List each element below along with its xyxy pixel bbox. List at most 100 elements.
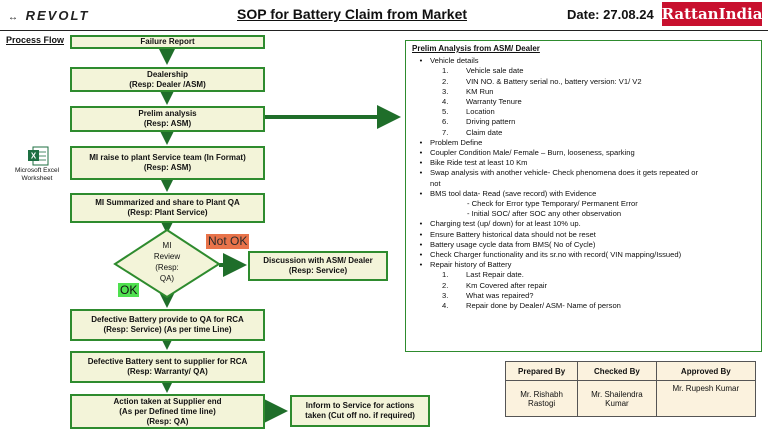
header-approved: Approved By — [655, 361, 757, 381]
mi-review-text: MI Review (Resp: QA) — [132, 240, 202, 284]
discussion-label: Discussion with ASM/ Dealer — [263, 256, 373, 265]
table-row: Prepared By Checked By Approved By — [504, 361, 757, 381]
svg-text:X: X — [31, 152, 37, 161]
defective-qa-box: Defective Battery provide to QA for RCA … — [70, 309, 265, 341]
rattanindia-logo: RattanIndia — [662, 2, 762, 26]
prepared-by-l1: Mr. Rishabh — [520, 389, 563, 399]
revolt-logo: ↔ REVOLT — [8, 8, 89, 23]
defective-supplier-resp: (Resp: Warranty/ QA) — [127, 367, 208, 376]
discussion-resp: (Resp: Service) — [288, 266, 348, 275]
swap-analysis-cont: not — [430, 178, 441, 188]
list-item: •Vehicle details — [419, 56, 479, 66]
list-item: 1.Vehicle sale date — [442, 66, 524, 76]
repair-item: Repair done by Dealer/ ASM- Name of pers… — [466, 301, 621, 311]
list-item: - Check for Error type Temporary/ Perman… — [412, 199, 755, 209]
approved-by-cell: Mr. Rupesh Kumar — [655, 380, 757, 417]
checked-by-cell: Mr. Shailendra Kumar — [577, 380, 657, 417]
list-item: 5.Location — [442, 107, 495, 117]
list-item: not — [412, 179, 755, 189]
prelim-analysis-panel: Prelim Analysis from ASM/ Dealer •Vehicl… — [405, 40, 762, 352]
action-supplier-box: Action taken at Supplier end (As per Def… — [70, 394, 265, 429]
inform-service-l2: taken (Cut off no. if required) — [305, 411, 415, 420]
prepared-by-l2: Rastogi — [528, 398, 556, 408]
prelim-label: Prelim analysis — [138, 109, 197, 118]
checked-by-l2: Kumar — [605, 398, 629, 408]
mi-review-l4: QA) — [159, 274, 175, 283]
document-date: Date: 27.08.24 — [567, 7, 654, 22]
mi-review-l1: MI — [162, 241, 172, 250]
repair-item: Km Covered after repair — [466, 280, 548, 290]
excel-attachment-label[interactable]: Microsoft Excel Worksheet — [12, 167, 62, 183]
defective-supplier-label: Defective Battery sent to supplier for R… — [87, 357, 248, 366]
list-item: •Repair history of Battery — [419, 260, 512, 270]
mi-summarized-label: MI Summarized and share to Plant QA — [95, 198, 240, 207]
list-item: 2.VIN NO. & Battery serial no., battery … — [442, 76, 642, 86]
repair-history: Repair history of Battery — [430, 260, 512, 270]
mi-review-diamond — [113, 228, 221, 299]
defective-supplier-box: Defective Battery sent to supplier for R… — [70, 351, 265, 383]
mi-summarized-box: MI Summarized and share to Plant QA (Res… — [70, 193, 265, 223]
process-flow-label: Process Flow — [6, 35, 65, 45]
mi-raise-box: MI raise to plant Service team (In Forma… — [70, 146, 265, 180]
action-supplier-timeline: (As per Defined time line) — [119, 406, 216, 416]
chevron-icon: ↔ — [8, 12, 20, 23]
header-divider — [0, 30, 768, 31]
bike-ride-test: Bike Ride test at least 10 Km — [430, 158, 528, 168]
defective-qa-resp: (Resp: Service) (As per time Line) — [103, 325, 232, 334]
checked-by-l1: Mr. Shailendra — [591, 389, 643, 399]
action-supplier-label: Action taken at Supplier end — [113, 396, 222, 406]
failure-report-label: Failure Report — [140, 37, 195, 46]
excel-icon[interactable]: X — [27, 146, 49, 166]
inform-service-l1: Inform to Service for actions — [305, 401, 415, 410]
mi-summarized-resp: (Resp: Plant Service) — [127, 208, 208, 217]
action-supplier-resp: (Resp: QA) — [146, 416, 189, 426]
problem-define: Problem Define — [430, 137, 483, 147]
list-item: 3.What was repaired? — [442, 290, 534, 300]
ensure-history: Ensure Battery historical data should no… — [430, 229, 596, 239]
repair-item: Last Repair date. — [466, 270, 524, 280]
prelim-analysis-box: Prelim analysis (Resp: ASM) — [70, 106, 265, 132]
list-item: •Swap analysis with another vehicle- Che… — [419, 168, 699, 178]
excel-label-line1: Microsoft Excel — [14, 167, 60, 174]
repair-item: What was repaired? — [466, 290, 534, 300]
list-item: 1.Last Repair date. — [442, 270, 524, 280]
ok-badge: OK — [118, 283, 140, 297]
list-item: •BMS tool data- Read (save record) with … — [419, 188, 597, 198]
table-row: Mr. Rishabh Rastogi Mr. Shailendra Kumar… — [504, 380, 757, 417]
failure-report-box: Failure Report — [70, 35, 265, 49]
list-item: 7.Claim date — [442, 127, 503, 137]
mi-review-l3: (Resp: — [155, 263, 179, 272]
dealership-resp: (Resp: Dealer /ASM) — [129, 79, 206, 89]
mi-raise-label: MI raise to plant Service team (In Forma… — [89, 153, 246, 162]
list-item: •Charging test (up/ down) for at least 1… — [419, 219, 581, 229]
coupler-condition: Coupler Condition Male/ Female – Burn, l… — [430, 148, 635, 158]
list-item: •Check Charger functionality and its sr.… — [419, 250, 682, 260]
prelim-resp: (Resp: ASM) — [143, 119, 192, 128]
list-item: •Battery usage cycle data from BMS( No o… — [419, 239, 596, 249]
list-item: 4.Repair done by Dealer/ ASM- Name of pe… — [442, 301, 621, 311]
approved-by: Mr. Rupesh Kumar — [672, 384, 740, 393]
list-item: •Ensure Battery historical data should n… — [419, 229, 596, 239]
header-prepared: Prepared By — [504, 361, 579, 381]
list-item: •Bike Ride test at least 10 Km — [419, 158, 528, 168]
list-item: •Coupler Condition Male/ Female – Burn, … — [419, 148, 635, 158]
list-item: 4.Warranty Tenure — [442, 97, 522, 107]
discussion-box: Discussion with ASM/ Dealer (Resp: Servi… — [248, 251, 388, 281]
vehicle-item: KM Run — [466, 86, 494, 96]
charger-check: Check Charger functionality and its sr.n… — [430, 250, 682, 260]
list-item: •Problem Define — [419, 137, 483, 147]
charging-test: Charging test (up/ down) for at least 10… — [430, 219, 581, 229]
vehicle-details: Vehicle details — [430, 56, 479, 66]
dealership-box: Dealership (Resp: Dealer /ASM) — [70, 67, 265, 92]
vehicle-item: Claim date — [466, 127, 503, 137]
prepared-by-cell: Mr. Rishabh Rastogi — [504, 380, 579, 417]
bms-tool-data: BMS tool data- Read (save record) with E… — [430, 188, 597, 198]
swap-analysis: Swap analysis with another vehicle- Chec… — [430, 168, 699, 178]
bms-error-type: - Check for Error type Temporary/ Perman… — [467, 199, 638, 209]
vehicle-item: Warranty Tenure — [466, 97, 522, 107]
list-item: 2.Km Covered after repair — [442, 280, 548, 290]
list-item: 6.Driving pattern — [442, 117, 516, 127]
inform-service-box: Inform to Service for actions taken (Cut… — [290, 395, 430, 427]
dealership-label: Dealership — [147, 69, 188, 79]
vehicle-item: Vehicle sale date — [466, 66, 524, 76]
